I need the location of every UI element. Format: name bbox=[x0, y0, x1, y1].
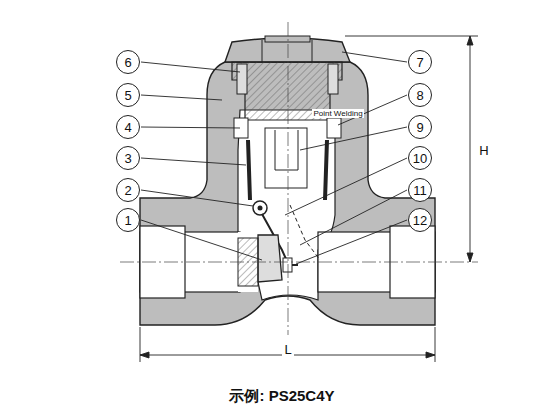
callout-number: 10 bbox=[408, 146, 432, 170]
callout-number: 8 bbox=[408, 83, 432, 107]
caption: 示例: PS25C4Y bbox=[229, 387, 334, 406]
callout-number: 1 bbox=[116, 208, 140, 232]
hinge-pin bbox=[253, 201, 267, 215]
bolt-right bbox=[328, 64, 338, 94]
leader-lines bbox=[141, 52, 407, 264]
hinge-bracket bbox=[265, 128, 307, 188]
dimension-label: H bbox=[477, 143, 490, 158]
gasket-nut-right bbox=[327, 118, 341, 138]
callout-number: 9 bbox=[408, 115, 432, 139]
valve-disc bbox=[258, 235, 282, 282]
dimension-label: L bbox=[282, 342, 293, 357]
disc-nut bbox=[283, 258, 292, 272]
height-dimension bbox=[345, 36, 478, 262]
valve-body bbox=[140, 62, 435, 325]
callout-number: 4 bbox=[116, 115, 140, 139]
callout-number: 7 bbox=[408, 50, 432, 74]
callout-number: 12 bbox=[408, 208, 432, 232]
bolt-left bbox=[237, 64, 247, 94]
callout-number: 3 bbox=[116, 146, 140, 170]
note-label: Point Welding bbox=[312, 109, 363, 118]
callout-number: 2 bbox=[116, 178, 140, 202]
callout-number: 5 bbox=[116, 83, 140, 107]
callout-number: 11 bbox=[408, 178, 432, 202]
length-dimension bbox=[140, 327, 435, 362]
callout-number: 6 bbox=[116, 50, 140, 74]
